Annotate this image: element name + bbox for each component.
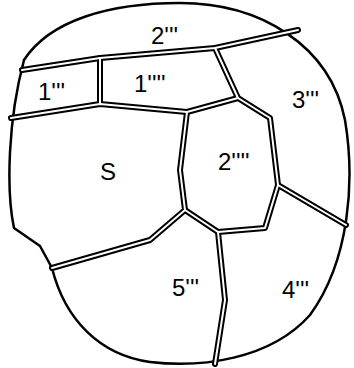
plate-label: 1''' [38, 80, 65, 104]
suture-gap [215, 232, 225, 364]
plate-label: S [100, 160, 116, 184]
plate-label: 1'''' [134, 72, 166, 96]
suture [97, 58, 103, 104]
suture [215, 48, 346, 225]
plate-label: 2''' [151, 24, 178, 48]
suture [185, 185, 278, 232]
plate-label: 4''' [282, 278, 309, 302]
suture-gap [185, 185, 278, 232]
plate-label: 3''' [292, 88, 319, 112]
suture-gap [52, 112, 187, 268]
suture [215, 232, 225, 364]
cell-outline [9, 3, 349, 364]
plate-label: 2'''' [218, 150, 250, 174]
suture-gap [215, 48, 346, 225]
plate-label: 5''' [172, 276, 199, 300]
suture-gap [99, 58, 101, 104]
suture [52, 112, 187, 268]
